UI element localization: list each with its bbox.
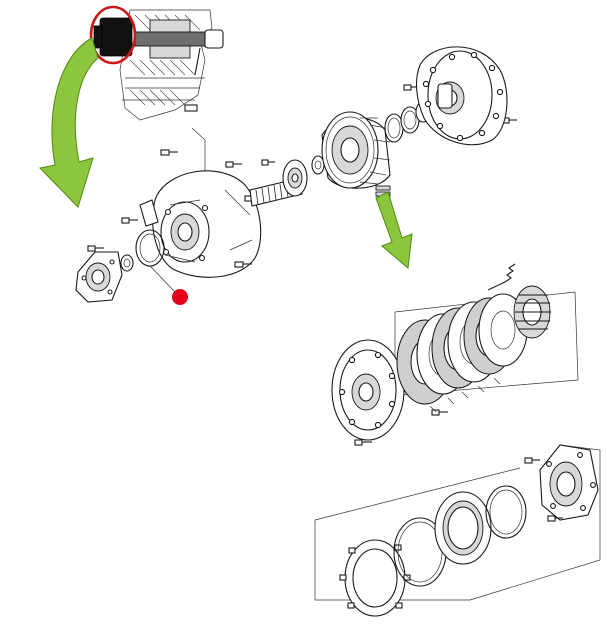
curved-arrow-icon bbox=[38, 37, 99, 208]
clutch-drum bbox=[321, 84, 517, 197]
transmission-thumbnail bbox=[93, 6, 224, 124]
down-arrow-icon bbox=[375, 191, 413, 269]
highlight-circle bbox=[89, 5, 137, 65]
red-dot-marker-icon bbox=[172, 289, 188, 305]
rear-flange bbox=[415, 46, 508, 146]
clutch-pack bbox=[331, 263, 579, 446]
shaft-hub bbox=[249, 155, 325, 207]
piston-ring-group bbox=[314, 444, 601, 617]
clutch-housing-assembly bbox=[75, 127, 262, 303]
